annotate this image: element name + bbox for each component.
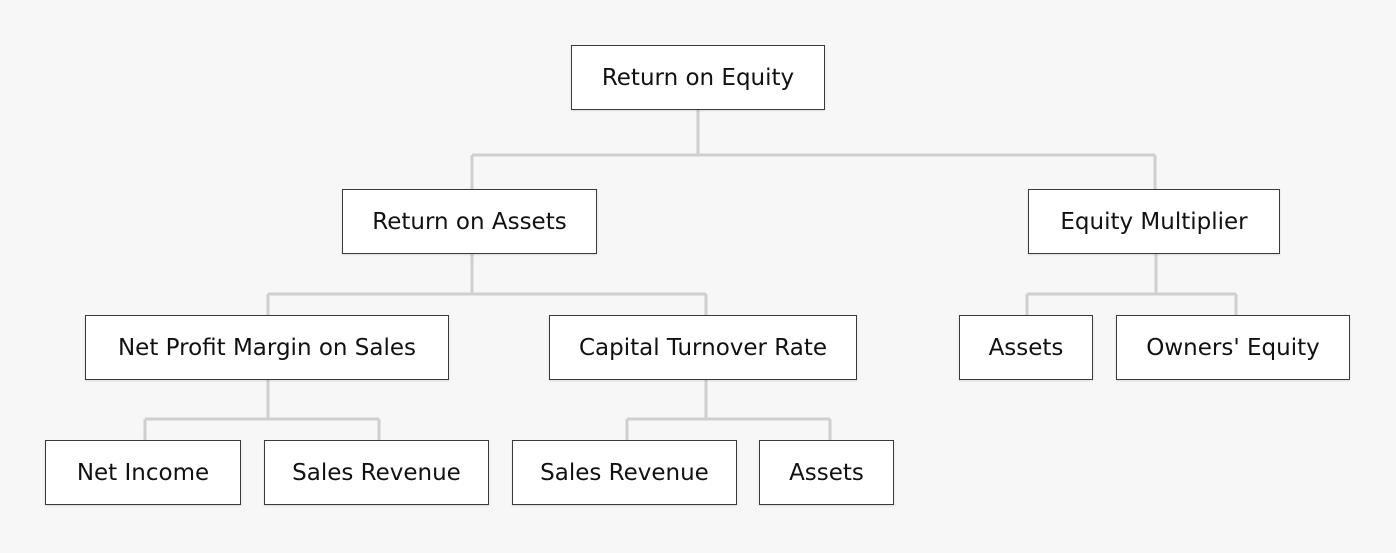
- node-assets: Assets: [759, 440, 894, 505]
- connector-roa: [266, 254, 708, 316]
- connector-npm: [143, 380, 381, 441]
- node-owners-equity: Owners' Equity: [1116, 315, 1350, 380]
- node-sales-revenue: Sales Revenue: [512, 440, 737, 505]
- connector-em: [1025, 254, 1238, 316]
- node-equity-multiplier: Equity Multiplier: [1028, 189, 1280, 254]
- node-return-on-equity: Return on Equity: [571, 45, 825, 110]
- connector-ctr: [625, 380, 832, 441]
- node-net-income: Net Income: [45, 440, 241, 505]
- connector-roe: [470, 110, 1157, 190]
- node-assets: Assets: [959, 315, 1093, 380]
- node-net-profit-margin-on-sales: Net Profit Margin on Sales: [85, 315, 449, 380]
- node-capital-turnover-rate: Capital Turnover Rate: [549, 315, 857, 380]
- node-return-on-assets: Return on Assets: [342, 189, 597, 254]
- node-sales-revenue: Sales Revenue: [264, 440, 489, 505]
